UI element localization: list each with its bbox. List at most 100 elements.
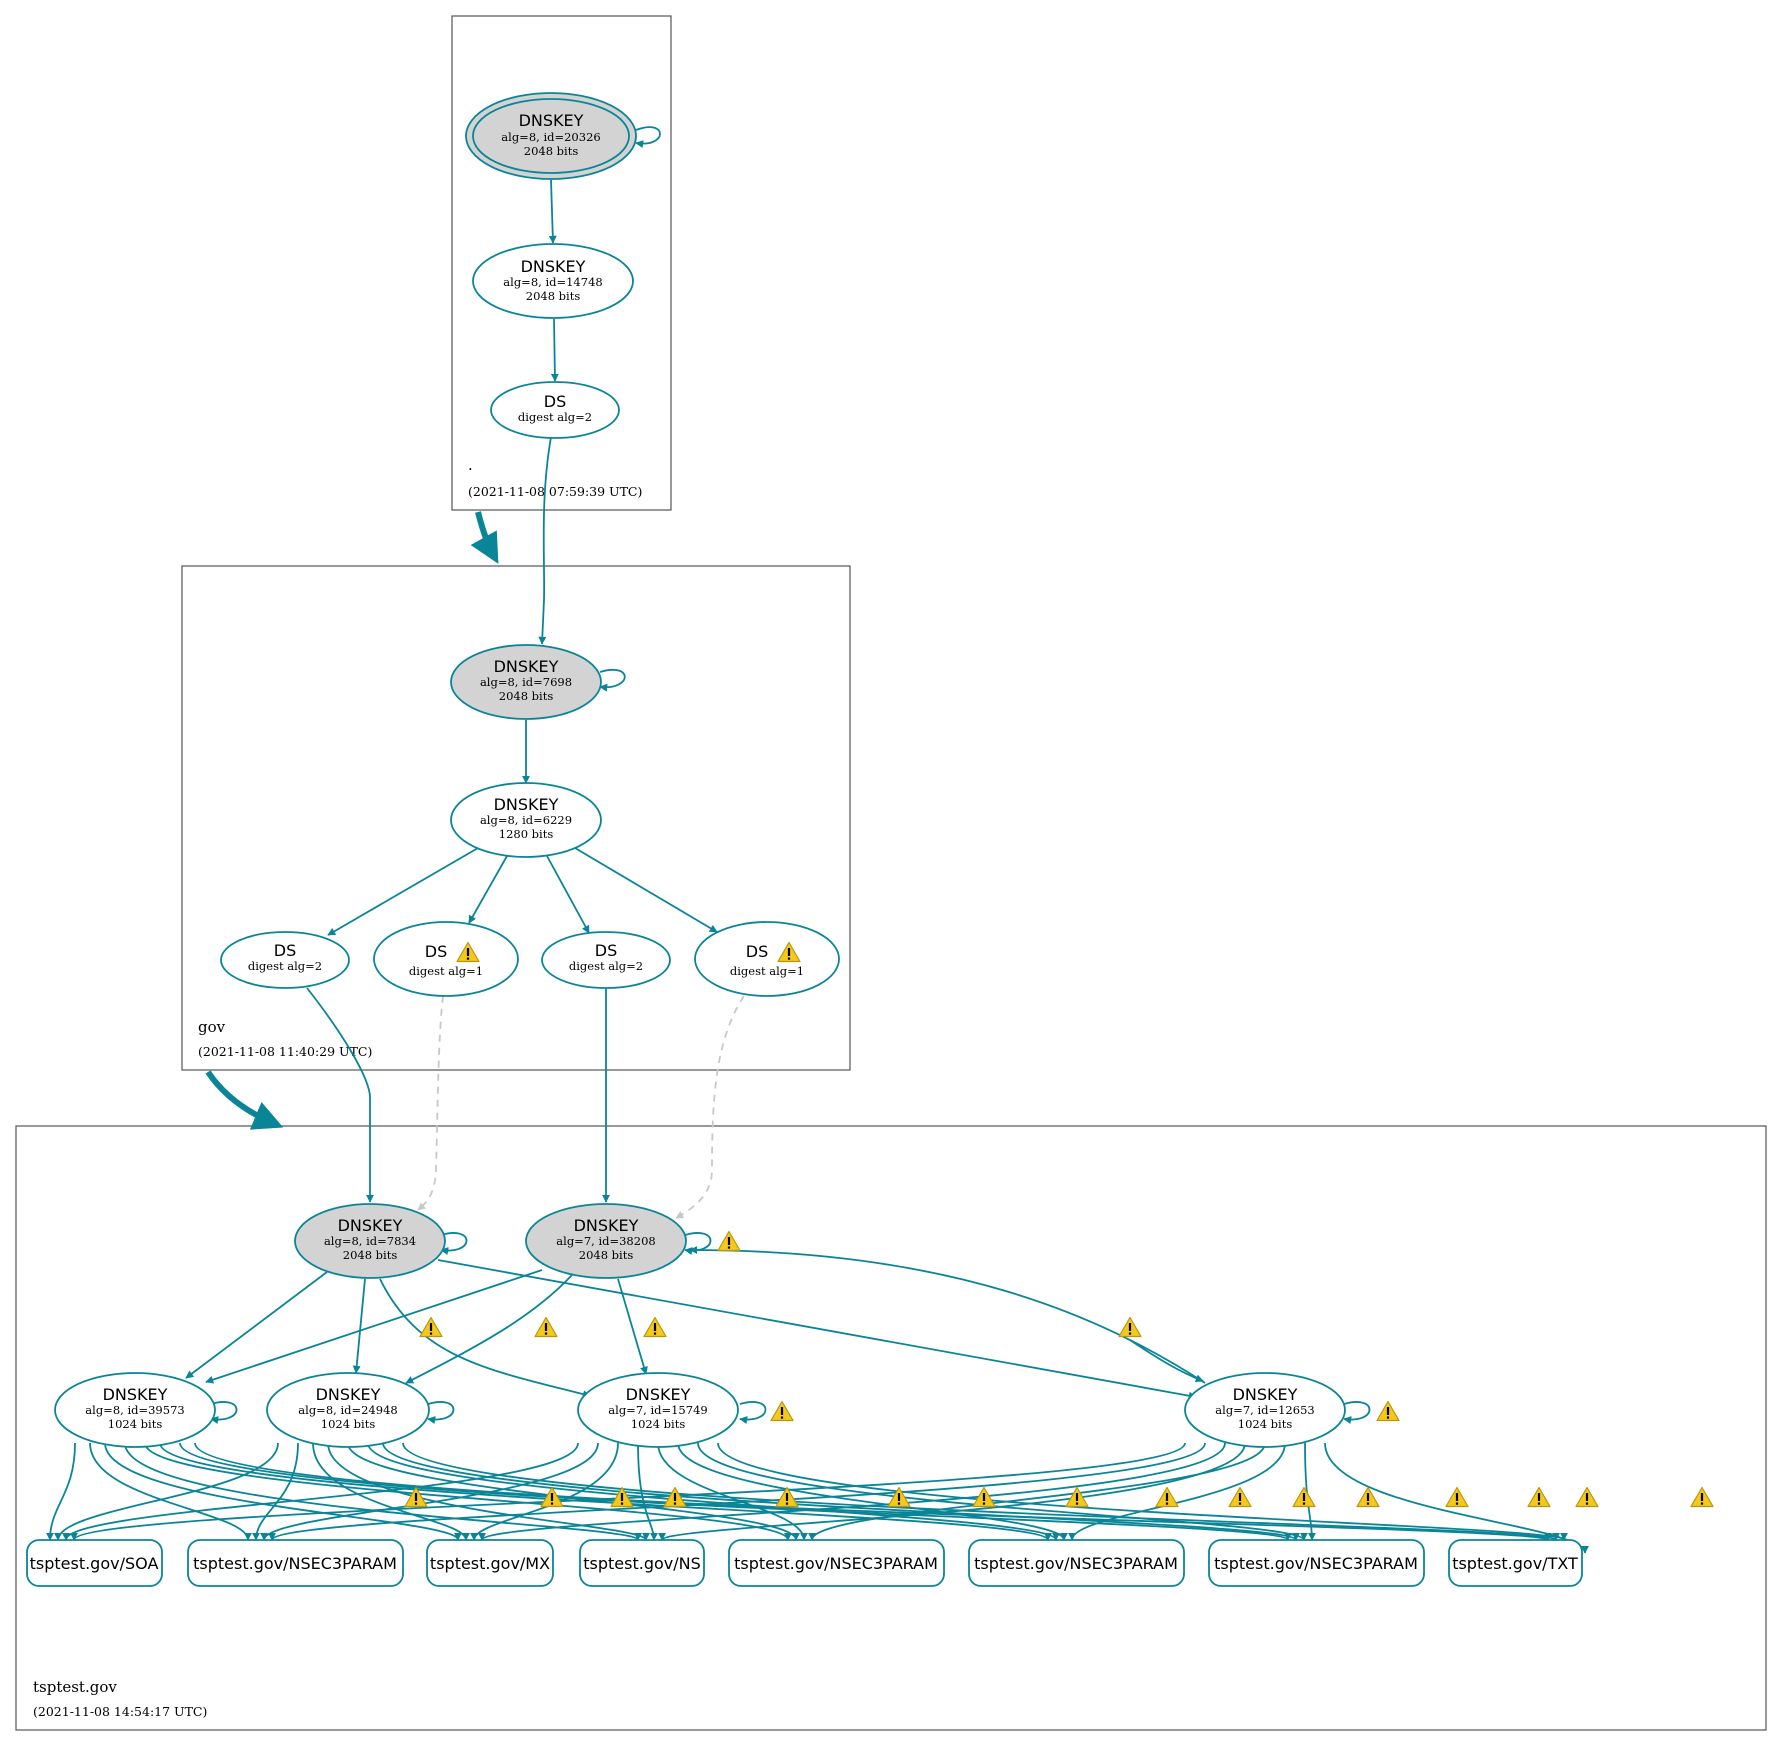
self-loop-root-ksk	[635, 126, 661, 149]
edge-zsk2-rrset6	[367, 1442, 1060, 1541]
self-loop-gov-ksk	[599, 669, 626, 692]
zone-tsptest: tsptest.gov (2021-11-08 14:54:17 UTC)	[15, 1125, 1767, 1731]
node-line: digest alg=1	[730, 964, 804, 978]
edge-zsk2-rrset7	[382, 1442, 1300, 1541]
node-line: digest alg=2	[569, 959, 643, 973]
edge-gov-zsk-ds3	[546, 855, 590, 934]
edge-zsk2-rrset1	[54, 1442, 279, 1541]
node-line: alg=7, id=12653	[1215, 1403, 1314, 1417]
node-line: 1024 bits	[108, 1417, 163, 1431]
node-line: alg=8, id=20326	[501, 130, 600, 144]
edge-zsk1-rrset5	[144, 1442, 792, 1541]
zone-tsptest-label: tsptest.gov	[33, 1678, 117, 1696]
node-line: alg=8, id=14748	[503, 275, 602, 289]
self-loop-t-ksk2	[684, 1232, 712, 1255]
rrset-soa[interactable]: tsptest.gov/SOA	[26, 1539, 163, 1587]
edge-zsk1-rrset4	[124, 1442, 642, 1541]
edge-zsk4-rrset3	[478, 1442, 1226, 1541]
edges-tsptest-keys	[185, 1232, 1371, 1424]
edge-t-ksk1-zsk3	[379, 1278, 591, 1399]
edge-zsk4-rrset1	[70, 1442, 1186, 1541]
edge-zsk4-rrset6	[1068, 1442, 1286, 1541]
node-line: alg=8, id=7834	[324, 1234, 416, 1248]
rrset-nsec3param-1[interactable]: tsptest.gov/NSEC3PARAM	[187, 1539, 404, 1587]
node-line: alg=8, id=39573	[85, 1403, 184, 1417]
warning-icon	[770, 1400, 794, 1422]
self-loop-t-zsk3	[739, 1401, 767, 1424]
node-line: 2048 bits	[524, 144, 579, 158]
node-line: digest alg=2	[248, 959, 322, 973]
self-loop-t-zsk1	[210, 1401, 238, 1424]
node-line: alg=8, id=24948	[298, 1403, 397, 1417]
node-root-ksk[interactable]: DNSKEY alg=8, id=20326 2048 bits	[465, 92, 637, 180]
node-t-zsk3[interactable]: DNSKEY alg=7, id=15749 1024 bits	[577, 1372, 794, 1448]
rrset-ns[interactable]: tsptest.gov/NS	[579, 1539, 705, 1587]
warning-icon	[1376, 1400, 1400, 1422]
node-line: alg=8, id=6229	[480, 813, 572, 827]
edge-t-ksk1-zsk2	[352, 1278, 366, 1374]
rrset-label: tsptest.gov/NSEC3PARAM	[193, 1554, 397, 1573]
edge-zsk2-rrset8	[402, 1442, 1560, 1541]
edge-zsk3-rrset6	[677, 1442, 1068, 1541]
node-line: 1024 bits	[631, 1417, 686, 1431]
node-title: DS	[274, 941, 296, 960]
node-title: DNSKEY	[316, 1385, 381, 1404]
rrset-nsec3param-3[interactable]: tsptest.gov/NSEC3PARAM	[968, 1539, 1185, 1587]
zone-root-timestamp: (2021-11-08 07:59:39 UTC)	[468, 484, 642, 499]
self-loop-t-zsk2	[427, 1401, 455, 1424]
edge-zsk1-rrset8	[194, 1442, 1552, 1541]
warning-icon	[1690, 1486, 1714, 1508]
node-gov-ds2[interactable]: DS digest alg=1	[373, 921, 519, 997]
node-gov-ds3[interactable]: DS digest alg=2	[541, 931, 671, 989]
warning-icon	[1118, 1316, 1142, 1338]
delegation-arrow-root-gov	[470, 511, 499, 564]
edge-root-ksk-zsk	[548, 179, 557, 244]
node-gov-ds1[interactable]: DS digest alg=2	[220, 931, 350, 989]
edge-zsk2-rrset4	[327, 1442, 650, 1541]
node-t-zsk2[interactable]: DNSKEY alg=8, id=24948 1024 bits	[266, 1372, 430, 1448]
edge-gov-ds1-t-ksk1	[306, 987, 374, 1203]
edge-zsk3-rrset1	[62, 1442, 579, 1541]
warning-icon	[1228, 1486, 1252, 1508]
edge-warnings	[419, 1316, 1142, 1338]
zone-gov-label: gov	[198, 1018, 226, 1036]
node-gov-ds4[interactable]: DS digest alg=1	[694, 921, 840, 997]
node-root-ds[interactable]: DS digest alg=2	[490, 381, 620, 439]
node-gov-zsk[interactable]: DNSKEY alg=8, id=6229 1280 bits	[450, 782, 602, 858]
zone-root: . (2021-11-08 07:59:39 UTC)	[451, 15, 672, 511]
edge-gov-zsk-ds1	[327, 847, 479, 936]
zone-root-label: .	[468, 456, 473, 474]
rrset-mx[interactable]: tsptest.gov/MX	[426, 1539, 554, 1587]
node-title: DNSKEY	[626, 1385, 691, 1404]
rrset-txt[interactable]: tsptest.gov/TXT	[1448, 1539, 1583, 1587]
rrset-nsec3param-2[interactable]: tsptest.gov/NSEC3PARAM	[728, 1539, 945, 1587]
node-title: DNSKEY	[494, 795, 559, 814]
node-title: DS	[595, 941, 617, 960]
node-t-zsk4[interactable]: DNSKEY alg=7, id=12653 1024 bits	[1184, 1372, 1400, 1448]
zone-gov: gov (2021-11-08 11:40:29 UTC)	[181, 565, 851, 1071]
node-line: 1024 bits	[1238, 1417, 1293, 1431]
node-t-ksk1[interactable]: DNSKEY alg=8, id=7834 2048 bits	[294, 1203, 446, 1279]
rrset-label: tsptest.gov/SOA	[30, 1554, 159, 1573]
node-line: 2048 bits	[499, 689, 554, 703]
node-line: alg=7, id=15749	[608, 1403, 707, 1417]
node-gov-ksk[interactable]: DNSKEY alg=8, id=7698 2048 bits	[450, 644, 602, 720]
node-line: 1024 bits	[321, 1417, 376, 1431]
rrset-label: tsptest.gov/NSEC3PARAM	[974, 1554, 1178, 1573]
edge-t-ksk2-zsk1	[205, 1269, 543, 1384]
node-t-zsk1[interactable]: DNSKEY alg=8, id=39573 1024 bits	[54, 1372, 216, 1448]
edge-gov-ds4-t-ksk2	[675, 995, 745, 1219]
node-root-zsk[interactable]: DNSKEY alg=8, id=14748 2048 bits	[472, 243, 634, 319]
warning-icon	[534, 1316, 558, 1338]
edge-zsk4-rrset5	[808, 1442, 1266, 1541]
node-line: 2048 bits	[579, 1248, 634, 1262]
warning-icon	[1445, 1486, 1469, 1508]
node-title: DNSKEY	[338, 1216, 403, 1235]
node-t-ksk2[interactable]: DNSKEY alg=7, id=38208 2048 bits	[525, 1203, 741, 1279]
warning-icon	[643, 1316, 667, 1338]
warning-icon	[1292, 1486, 1316, 1508]
edge-zsk1-rrset2	[89, 1442, 252, 1541]
edge-t-ksk2-zsk3	[617, 1278, 648, 1375]
rrset-nsec3param-4[interactable]: tsptest.gov/NSEC3PARAM	[1208, 1539, 1425, 1587]
rrset-label: tsptest.gov/TXT	[1452, 1554, 1578, 1573]
